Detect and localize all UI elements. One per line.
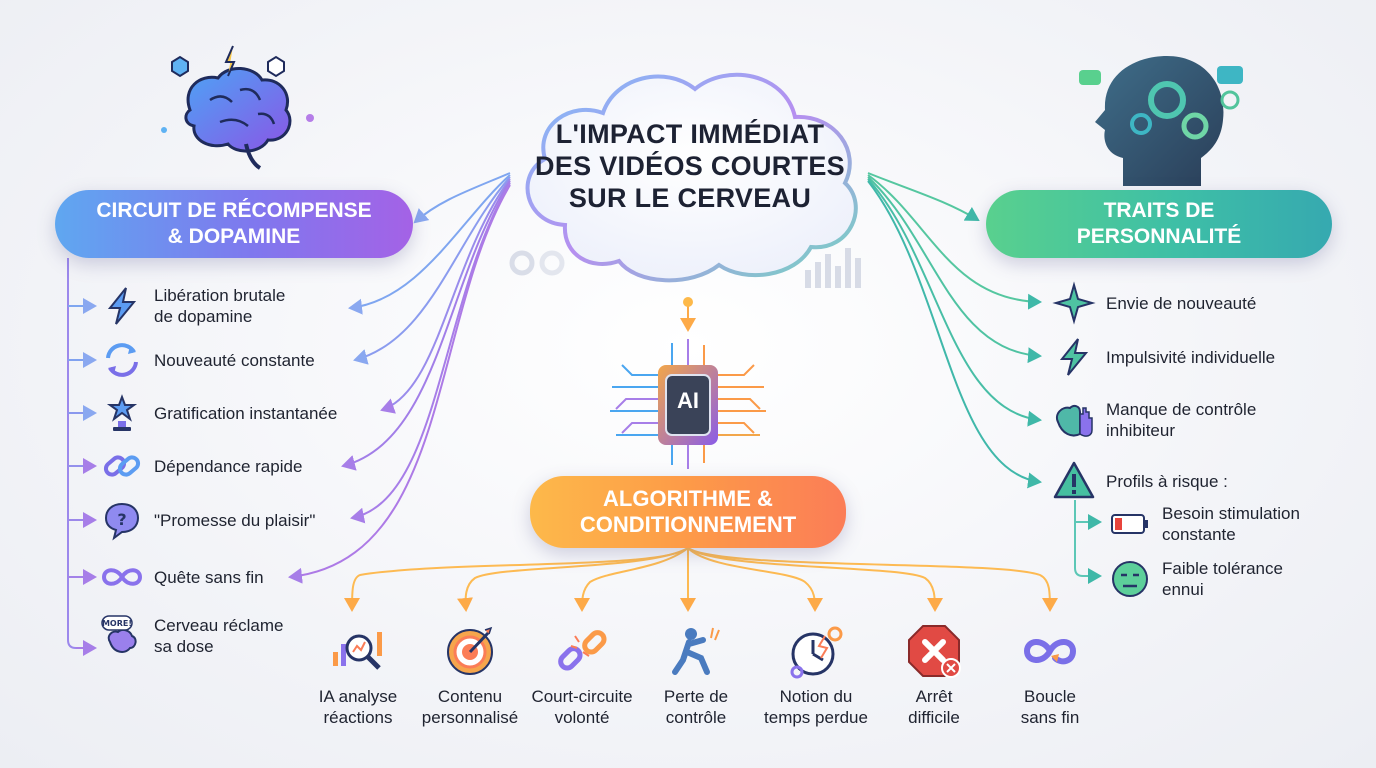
svg-text:MORE!: MORE!	[102, 619, 132, 628]
left-item-gratification: Gratification instantanée	[100, 391, 337, 435]
central-title-line1: L'IMPACT IMMÉDIAT	[555, 119, 825, 149]
right-item-4-line1: Profils à risque :	[1106, 471, 1228, 491]
svg-text:?: ?	[117, 510, 126, 529]
donut-chart-decoration	[509, 250, 565, 276]
left-item-brain-craves: MORE! Cerveau réclame sa dose	[100, 614, 283, 658]
bottom-item-hard-to-stop: Arrêt difficile	[874, 622, 994, 728]
left-item-6-line1: Quête sans fin	[154, 567, 264, 587]
right-item-2-line1: Impulsivité individuelle	[1106, 347, 1276, 367]
left-item-5-line1: "Promesse du plaisir"	[154, 510, 316, 530]
refresh-cycle-icon	[106, 343, 138, 377]
right-item-impulsivity: Impulsivité individuelle	[1052, 335, 1275, 379]
right-subitem-boredom: Faible tolérance ennui	[1108, 557, 1283, 601]
left-item-endless-quest: Quête sans fin	[100, 555, 264, 599]
left-item-1-line2: de dopamine	[154, 307, 253, 326]
right-subitem-stimulation: Besoin stimulation constante	[1108, 502, 1300, 546]
left-item-1-line1: Libération brutale	[154, 286, 286, 305]
left-item-novelty: Nouveauté constante	[100, 338, 315, 382]
left-item-3-line1: Gratification instantanée	[154, 403, 338, 423]
right-subitem-2-line1: Faible tolérance	[1162, 559, 1283, 578]
broken-chain-icon	[558, 630, 607, 671]
bottom-item-personalized-content: Contenu personnalisé	[410, 622, 530, 728]
algorithm-header-line2: CONDITIONNEMENT	[579, 512, 797, 537]
bottom-item-endless-loop: Boucle sans fin	[990, 622, 1110, 728]
bottom-item-4-line1: Perte de	[663, 687, 729, 706]
bottom-item-1-line1: IA analyse	[318, 687, 398, 706]
bottom-item-ai-analysis: IA analyse réactions	[298, 622, 418, 728]
right-subitem-2-line2: ennui	[1162, 580, 1204, 599]
traits-header-line2: PERSONNALITÉ	[1076, 225, 1242, 248]
right-item-3-line2: inhibiteur	[1106, 421, 1175, 440]
right-item-inhibitory-control: Manque de contrôle inhibiteur	[1052, 398, 1256, 442]
falling-person-icon	[672, 627, 720, 675]
left-item-promise: ? "Promesse du plaisir"	[100, 498, 315, 542]
head-gears-illustration	[1079, 56, 1243, 186]
brain-molecule-illustration	[161, 45, 314, 170]
left-item-4-line1: Dépendance rapide	[154, 456, 303, 476]
left-item-2-line1: Nouveauté constante	[154, 350, 315, 370]
bottom-item-loss-of-control: Perte de contrôle	[636, 622, 756, 728]
chain-link-icon	[103, 455, 141, 477]
right-item-novelty-desire: Envie de nouveauté	[1052, 281, 1256, 325]
central-cloud-shape	[525, 72, 858, 283]
central-title-line3: SUR LE CERVEAU	[568, 183, 812, 213]
bottom-item-2-line1: Contenu	[437, 687, 503, 706]
ai-chip-illustration	[610, 339, 766, 469]
lightning-icon	[1059, 338, 1089, 376]
target-icon	[447, 626, 493, 675]
question-bubble-icon: ?	[104, 502, 140, 541]
bottom-item-time-lost: Notion du temps perdue	[756, 622, 876, 728]
bottom-item-2-line2: personnalisé	[421, 708, 519, 727]
bottom-item-1-line2: réactions	[323, 708, 393, 727]
reward-header-line1: CIRCUIT DE RÉCOMPENSE	[96, 199, 372, 222]
right-subitem-1-line2: constante	[1162, 525, 1236, 544]
left-item-7-line2: sa dose	[154, 637, 214, 656]
bottom-item-6-line1: Arrêt	[915, 687, 953, 706]
bottom-item-5-line1: Notion du	[779, 687, 853, 706]
trophy-icon	[106, 394, 138, 431]
loop-icon	[1023, 639, 1077, 665]
lightning-icon	[107, 287, 137, 325]
bottom-item-7-line2: sans fin	[1020, 708, 1080, 727]
left-item-dopamine-release: Libération brutale de dopamine	[100, 284, 285, 328]
low-battery-icon	[1111, 514, 1148, 534]
broken-clock-icon	[790, 626, 843, 679]
bottom-item-3-line1: Court-circuite	[531, 687, 633, 706]
algorithm-header-line1: ALGORITHME &	[603, 486, 773, 511]
brain-hand-icon	[1056, 404, 1093, 437]
left-item-7-line1: Cerveau réclame	[154, 616, 284, 635]
left-item-dependency: Dépendance rapide	[100, 444, 302, 488]
central-title: L'IMPACT IMMÉDIAT DES VIDÉOS COURTES SUR…	[530, 118, 850, 214]
infinity-icon	[101, 568, 143, 586]
right-item-3-line1: Manque de contrôle	[1106, 400, 1257, 419]
traits-header-line1: TRAITS DE	[1103, 199, 1215, 222]
personality-traits-header: TRAITS DE PERSONNALITÉ	[986, 190, 1332, 258]
bored-face-icon	[1112, 561, 1148, 597]
right-item-risk-profiles: Profils à risque :	[1052, 459, 1228, 503]
bottom-item-7-line1: Boucle	[1024, 687, 1076, 706]
bar-chart-decoration	[805, 248, 861, 288]
bottom-item-4-line2: contrôle	[665, 708, 727, 727]
right-item-1-line1: Envie de nouveauté	[1106, 293, 1257, 313]
bottom-item-bypass-will: Court-circuite volonté	[522, 622, 642, 728]
magnifier-chart-icon	[333, 632, 382, 670]
reward-header-line2: & DOPAMINE	[167, 225, 301, 248]
right-subitem-1-line1: Besoin stimulation	[1162, 504, 1300, 523]
brain-more-icon: MORE!	[101, 615, 137, 653]
sparkle-icon	[1052, 281, 1096, 325]
central-title-line2: DES VIDÉOS COURTES	[535, 151, 845, 181]
algorithm-header: ALGORITHME & CONDITIONNEMENT	[530, 476, 846, 548]
ai-chip-label: AI	[677, 388, 699, 413]
bottom-item-3-line2: volonté	[554, 708, 610, 727]
reward-circuit-header: CIRCUIT DE RÉCOMPENSE & DOPAMINE	[55, 190, 413, 258]
bottom-item-6-line2: difficile	[908, 708, 960, 727]
stop-sign-icon	[908, 625, 961, 678]
warning-icon	[1053, 461, 1095, 499]
bottom-item-5-line2: temps perdue	[764, 708, 868, 727]
